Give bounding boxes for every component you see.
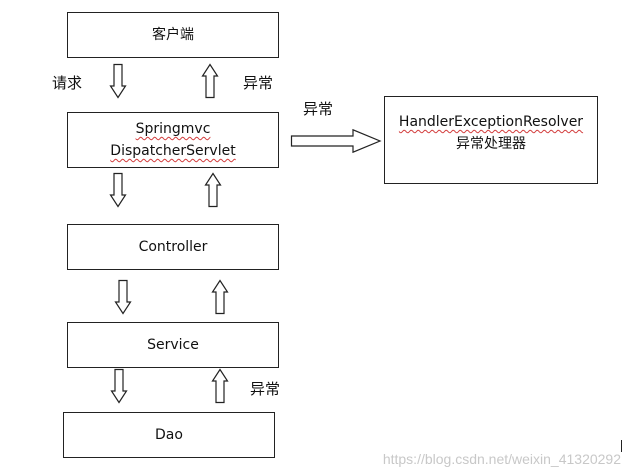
up-arrow-service-controller	[211, 279, 229, 315]
service-label: Service	[147, 337, 199, 353]
dao-label: Dao	[155, 427, 183, 443]
up-arrow-dispatcher-client	[201, 63, 219, 99]
dispatcher-servlet-label: DispatcherServlet	[110, 143, 236, 159]
exception-resolver-label: 异常处理器	[456, 136, 526, 152]
client-box: 客户端	[67, 12, 279, 58]
down-arrow-controller-service	[114, 279, 132, 315]
up-arrow-controller-dispatcher	[204, 172, 222, 208]
down-arrow-client-dispatcher	[109, 63, 127, 99]
text-cursor-mark	[621, 440, 622, 452]
exception-label-bottom: 异常	[250, 380, 281, 398]
down-arrow-service-dao	[110, 368, 128, 404]
up-arrow-dao-service	[211, 368, 229, 404]
dispatcher-servlet-box: Springmvc DispatcherServlet	[67, 112, 279, 168]
exception-resolver-box: HandlerExceptionResolver 异常处理器	[384, 96, 598, 184]
down-arrow-dispatcher-controller	[109, 172, 127, 208]
client-label: 客户端	[152, 27, 194, 43]
dao-box: Dao	[63, 412, 275, 458]
dispatcher-springmvc-label: Springmvc	[135, 121, 211, 137]
exception-label-top: 异常	[243, 74, 274, 92]
exception-resolver-name: HandlerExceptionResolver	[398, 114, 584, 130]
watermark: https://blog.csdn.net/weixin_41320292	[382, 451, 621, 467]
service-box: Service	[67, 322, 279, 368]
controller-label: Controller	[138, 239, 208, 255]
exception-label-right: 异常	[303, 100, 334, 118]
right-arrow-dispatcher-resolver	[290, 128, 382, 154]
request-label: 请求	[52, 74, 83, 92]
controller-box: Controller	[67, 224, 279, 270]
